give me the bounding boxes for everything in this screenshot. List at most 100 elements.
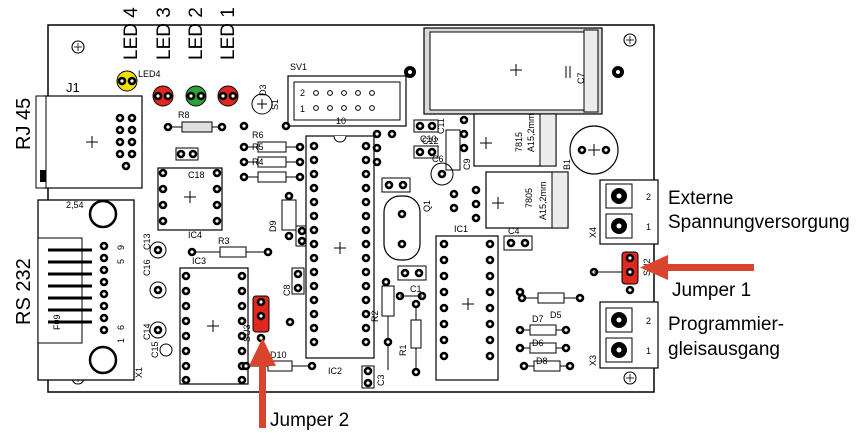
svg-text:C3: C3 bbox=[376, 374, 386, 386]
supply-label-line1: Externe bbox=[668, 188, 733, 209]
rs232-label: RS 232 bbox=[13, 258, 35, 325]
diode-d7: D7 bbox=[515, 314, 571, 336]
svg-text:C8: C8 bbox=[282, 284, 292, 296]
pin-6: 6 bbox=[116, 325, 126, 330]
crystal-q1: Q1 bbox=[383, 195, 432, 261]
svg-text:C15: C15 bbox=[150, 341, 160, 358]
svg-text:2: 2 bbox=[646, 316, 651, 326]
svg-text:D7: D7 bbox=[532, 314, 544, 324]
rj45-label: RJ 45 bbox=[13, 98, 35, 150]
f09-label: F09 bbox=[52, 314, 62, 330]
svg-text:C11: C11 bbox=[436, 118, 446, 134]
svg-text:1: 1 bbox=[646, 222, 651, 232]
led4-header: LED 4 bbox=[121, 7, 142, 60]
j1-label: J1 bbox=[66, 80, 80, 95]
capacitor-c18-pads bbox=[175, 147, 199, 161]
spacing-label: 2,54 bbox=[66, 200, 84, 210]
svg-text:C16: C16 bbox=[142, 259, 152, 276]
capacitor-c7: C7 bbox=[423, 27, 603, 115]
svg-text:IC4: IC4 bbox=[188, 230, 202, 240]
svg-text:A15,2mm: A15,2mm bbox=[538, 181, 548, 220]
svg-text:10: 10 bbox=[336, 116, 346, 126]
led2 bbox=[185, 85, 207, 107]
svg-text:C14: C14 bbox=[142, 323, 152, 340]
sv1-pins bbox=[313, 90, 375, 111]
svg-text:C10: C10 bbox=[420, 134, 437, 144]
svg-text:SU3: SU3 bbox=[242, 324, 252, 342]
diode-d8: D8 bbox=[519, 356, 575, 372]
capacitor-pad-group-2 bbox=[397, 265, 427, 281]
jumper2-label: Jumper 2 bbox=[270, 410, 349, 431]
ic3: IC3 bbox=[179, 256, 249, 385]
svg-text:IC3: IC3 bbox=[192, 256, 206, 266]
svg-text:R6: R6 bbox=[252, 130, 264, 140]
led1 bbox=[217, 85, 239, 107]
prog-label-line2: gleisausgang bbox=[668, 339, 780, 360]
resistor-r4: R4 bbox=[239, 156, 305, 168]
capacitor-c17 bbox=[569, 125, 619, 175]
capacitor-c14: C14 bbox=[142, 321, 167, 340]
jumper1-arrow bbox=[640, 255, 754, 280]
capacitor-c4: C4 bbox=[503, 226, 533, 251]
switch-s1: S1 D3 bbox=[251, 84, 280, 115]
svg-text:R3: R3 bbox=[218, 236, 230, 246]
svg-text:2: 2 bbox=[300, 88, 305, 98]
svg-text:A15,2mm: A15,2mm bbox=[526, 113, 536, 152]
pin-1: 1 bbox=[116, 338, 126, 343]
capacitor-c13: C13 bbox=[142, 233, 167, 259]
svg-text:D6: D6 bbox=[532, 338, 544, 348]
svg-text:D9: D9 bbox=[268, 220, 278, 232]
supply-label-line2: Spannungversorgung bbox=[668, 212, 850, 233]
svg-text:R5: R5 bbox=[252, 142, 264, 152]
resistor-r5: R5 bbox=[239, 141, 305, 153]
rs232-connector bbox=[37, 199, 135, 381]
diode-d5: D5 bbox=[517, 292, 585, 320]
svg-text:X3: X3 bbox=[588, 355, 598, 366]
terminal-x3: 2 1 X3 bbox=[588, 301, 659, 369]
capacitor-c6: C6 bbox=[430, 154, 454, 186]
sv1-label: SV1 bbox=[290, 62, 307, 72]
led2-header: LED 2 bbox=[186, 7, 207, 60]
x1-label: X1 bbox=[134, 367, 144, 378]
capacitor-c3: C3 bbox=[361, 365, 386, 389]
resistor-r6: R6 bbox=[239, 121, 291, 140]
led3 bbox=[152, 85, 174, 107]
ic4: C18 IC4 bbox=[157, 167, 223, 240]
svg-text:C12: C12 bbox=[422, 136, 439, 146]
svg-text:S1: S1 bbox=[270, 99, 280, 110]
svg-text:C7: C7 bbox=[576, 72, 586, 84]
svg-text:R4: R4 bbox=[252, 157, 264, 167]
rj45-connector bbox=[35, 95, 143, 189]
svg-text:C13: C13 bbox=[142, 233, 152, 250]
pin-5: 5 bbox=[116, 259, 126, 264]
prog-label-line1: Programmier- bbox=[668, 314, 784, 335]
ic1: IC1 bbox=[435, 224, 499, 381]
resistor-r8: R8 bbox=[163, 110, 227, 133]
capacitor-c16: C16 bbox=[142, 259, 167, 299]
capacitor-pad-group-1 bbox=[381, 177, 411, 193]
capacitor-c1: C1 bbox=[381, 277, 427, 317]
svg-text:R2: R2 bbox=[370, 310, 380, 322]
terminal-x4: 2 1 X4 bbox=[588, 179, 659, 245]
svg-text:1: 1 bbox=[300, 104, 305, 114]
capacitor-c15: C15 bbox=[150, 341, 173, 358]
svg-text:1: 1 bbox=[646, 346, 651, 356]
regulator-7805: 7805 A15,2mm bbox=[471, 171, 569, 229]
svg-text:7815: 7815 bbox=[514, 132, 524, 152]
pin-9: 9 bbox=[116, 245, 126, 250]
svg-text:Q1: Q1 bbox=[422, 200, 432, 212]
sv1-header: 2 1 10 bbox=[287, 75, 407, 127]
led3-header: LED 3 bbox=[154, 7, 175, 60]
capacitor-c10: C10 bbox=[413, 119, 439, 144]
svg-text:R8: R8 bbox=[178, 110, 190, 120]
svg-text:D5: D5 bbox=[550, 310, 562, 320]
diode-d9: D9 bbox=[268, 191, 297, 241]
jumper-su3: SU3 bbox=[242, 295, 270, 343]
mounting-hole-top-right bbox=[623, 33, 637, 47]
regulator-7815: 7815 A15,2mm bbox=[459, 113, 557, 167]
mounting-hole-top-left bbox=[71, 40, 85, 54]
svg-text:C6: C6 bbox=[432, 154, 444, 164]
svg-text:LED4: LED4 bbox=[138, 69, 161, 79]
ic2: IC2 bbox=[305, 135, 375, 376]
